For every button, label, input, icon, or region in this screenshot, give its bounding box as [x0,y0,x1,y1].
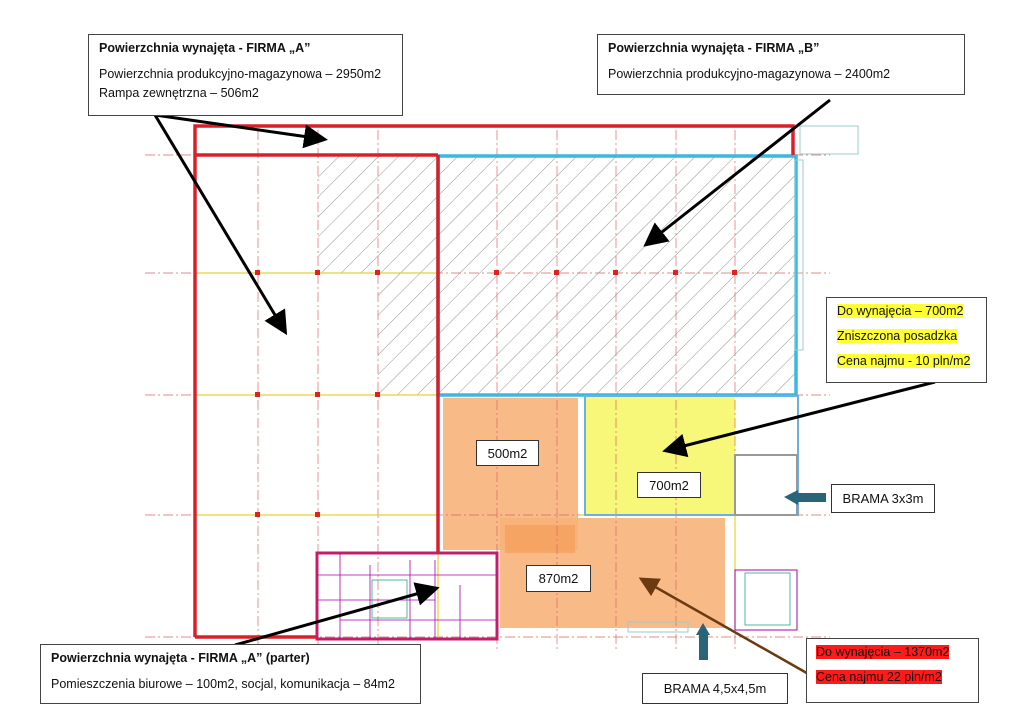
callout-title: Powierzchnia wynajęta - FIRMA „B” [608,41,820,55]
callout-firma-a-parter: Powierzchnia wynajęta - FIRMA „A” (parte… [40,644,421,704]
callout-text: Zniszczona posadzka [837,329,958,343]
callout-firma-a: Powierzchnia wynajęta - FIRMA „A” Powier… [88,34,403,116]
hatched-area-a2 [378,273,438,395]
callout-title: Powierzchnia wynajęta - FIRMA „A” (parte… [51,651,310,665]
gate-45-label: BRAMA 4,5x4,5m [642,673,788,704]
callout-text: Do wynajęcia – 1370m2 [816,645,950,659]
callout-text: Cena najmu 22 pln/m2 [816,670,942,684]
firma-a-outline [193,124,795,639]
callout-text: Powierzchnia produkcyjno-magazynowa – 29… [99,67,382,81]
area-label-500: 500m2 [476,440,539,466]
callout-text: Powierzchnia produkcyjno-magazynowa – 24… [608,67,891,81]
callout-text: Rampa zewnętrzna – 506m2 [99,86,259,100]
callout-text: Cena najmu - 10 pln/m2 [837,354,971,368]
callout-rent-700: Do wynajęcia – 700m2 Zniszczona posadzka… [826,297,987,383]
callout-text: Pomieszczenia biurowe – 100m2, socjal, k… [51,677,395,691]
callout-title: Powierzchnia wynajęta - FIRMA „A” [99,41,311,55]
gate-3x3-label: BRAMA 3x3m [831,484,935,513]
pointer-arrows [153,98,936,647]
office-area [315,551,791,641]
callout-text: Do wynajęcia – 700m2 [837,304,964,318]
area-label-700: 700m2 [637,472,701,498]
area-label-870: 870m2 [526,565,591,592]
callout-rent-1370: Do wynajęcia – 1370m2 Cena najmu 22 pln/… [806,638,979,703]
gate-arrow-icon [696,490,826,660]
callout-firma-b: Powierzchnia wynajęta - FIRMA „B” Powier… [597,34,965,95]
